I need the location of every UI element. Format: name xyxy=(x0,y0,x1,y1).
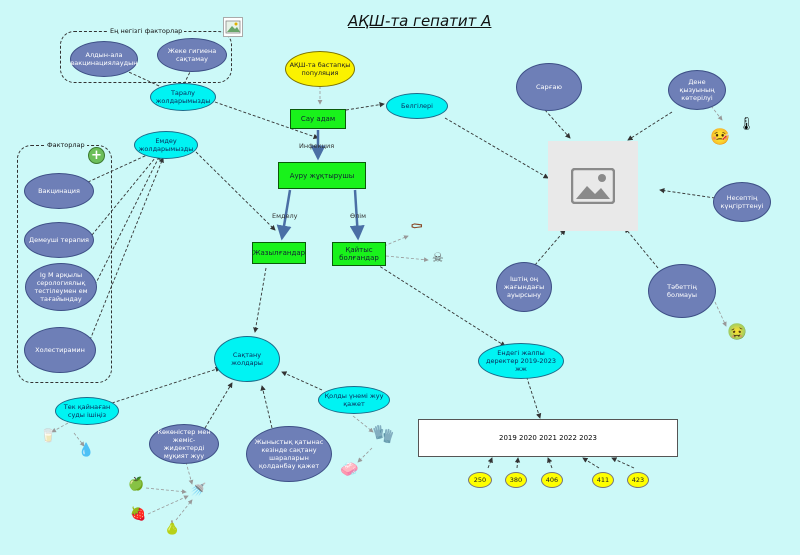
thermometer-icon: 🌡 xyxy=(738,117,755,132)
factor-hygiene[interactable]: Жеке гигиена сақтамау xyxy=(157,38,227,72)
symptom-no-appetite[interactable]: Тәбеттің болмауы xyxy=(648,264,716,318)
drop-icon: 💧 xyxy=(78,443,95,458)
coffin-icon: ⚰ xyxy=(410,217,424,236)
symptom-abdominal-pain[interactable]: Іштің оң жағындағы ауырсыну xyxy=(496,262,552,312)
prevention-hand-wash[interactable]: Қолды үнемі жуу қажет xyxy=(318,386,390,414)
factor-supportive-therapy[interactable]: Демеуші терапия xyxy=(24,222,94,258)
factors-label: Факторлар xyxy=(45,141,87,149)
factor-cholestyramine[interactable]: Холестирамин xyxy=(24,327,96,373)
broken-image-icon xyxy=(223,17,243,37)
factor-vaccination-lack[interactable]: Алдын-ала вакцинациялаудың xyxy=(70,41,138,77)
edge-label-death: Өлім xyxy=(350,212,366,220)
prevention-wash-vegetables[interactable]: Көкөністер мен жеміс-жидектерді мұқият ж… xyxy=(149,424,219,464)
recovered-box[interactable]: Жазылғандар xyxy=(252,242,306,264)
symptom-jaundice[interactable]: Сарғаю xyxy=(516,63,582,111)
prevention-safe-sex[interactable]: Жыныстық қатынас кезінде сақтану шаралар… xyxy=(246,426,332,482)
years-table: 2019 2020 2021 2022 2023 xyxy=(418,419,678,457)
spread-ways-node[interactable]: Таралу жолдарымызды xyxy=(150,83,216,111)
factor-igm-testing[interactable]: Ig M арқылы серологиялық тестілеумен ем … xyxy=(25,263,97,311)
soap-icon: 🧼 xyxy=(340,460,359,478)
years-text: 2019 2020 2021 2022 2023 xyxy=(499,434,597,442)
healthy-person-box[interactable]: Сау адам xyxy=(290,109,346,129)
shower-icon: 🚿 xyxy=(190,483,207,498)
glass-icon: 🥛 xyxy=(40,429,57,444)
factor-vaccination[interactable]: Вакцинация xyxy=(24,173,94,209)
image-placeholder-icon xyxy=(548,141,638,231)
value-2019: 250 xyxy=(468,472,492,488)
gloves-icon: 🧤 xyxy=(372,424,395,445)
died-box[interactable]: Қайтыс болғандар xyxy=(332,242,386,266)
value-2022: 411 xyxy=(592,472,614,488)
strawberry-icon: 🍓 xyxy=(130,507,147,522)
page-title: АҚШ-та гепатит А xyxy=(348,12,492,30)
nausea-face-icon: 🤢 xyxy=(727,322,747,341)
edge-label-treated: Емделу xyxy=(272,212,298,220)
edge-label-infection: Инфекция xyxy=(299,142,335,150)
symptom-dark-urine[interactable]: Несептің күңгірттенуі xyxy=(713,182,771,222)
value-2021: 406 xyxy=(541,472,563,488)
key-factors-label: Ең негізгі факторлар xyxy=(108,27,185,35)
general-data-node[interactable]: Ендегі жалпы деректер 2019-2023 жж xyxy=(478,343,564,379)
value-2020: 380 xyxy=(505,472,527,488)
value-2023: 423 xyxy=(627,472,649,488)
symptoms-node[interactable]: Белгілері xyxy=(386,93,448,119)
pear-icon: 🍐 xyxy=(164,521,181,536)
skull-icon: ☠ xyxy=(432,251,444,266)
prevention-ways-node[interactable]: Сақтану жолдары xyxy=(214,336,280,382)
initial-population-node[interactable]: АҚШ-та бастапқы популяция xyxy=(285,51,355,87)
sick-face-icon: 🤒 xyxy=(710,127,730,146)
prevention-boiled-water[interactable]: Тек қайнаған суды ішіңіз xyxy=(55,397,119,425)
treatment-ways-node[interactable]: Емдеу жолдарымызды xyxy=(134,131,198,159)
infected-box[interactable]: Ауру жұқтырушы xyxy=(278,162,366,189)
apple-icon: 🍏 xyxy=(128,477,145,492)
add-icon[interactable]: + xyxy=(88,147,105,164)
symptom-fever[interactable]: Дене қызуының көтерілуі xyxy=(668,70,726,110)
